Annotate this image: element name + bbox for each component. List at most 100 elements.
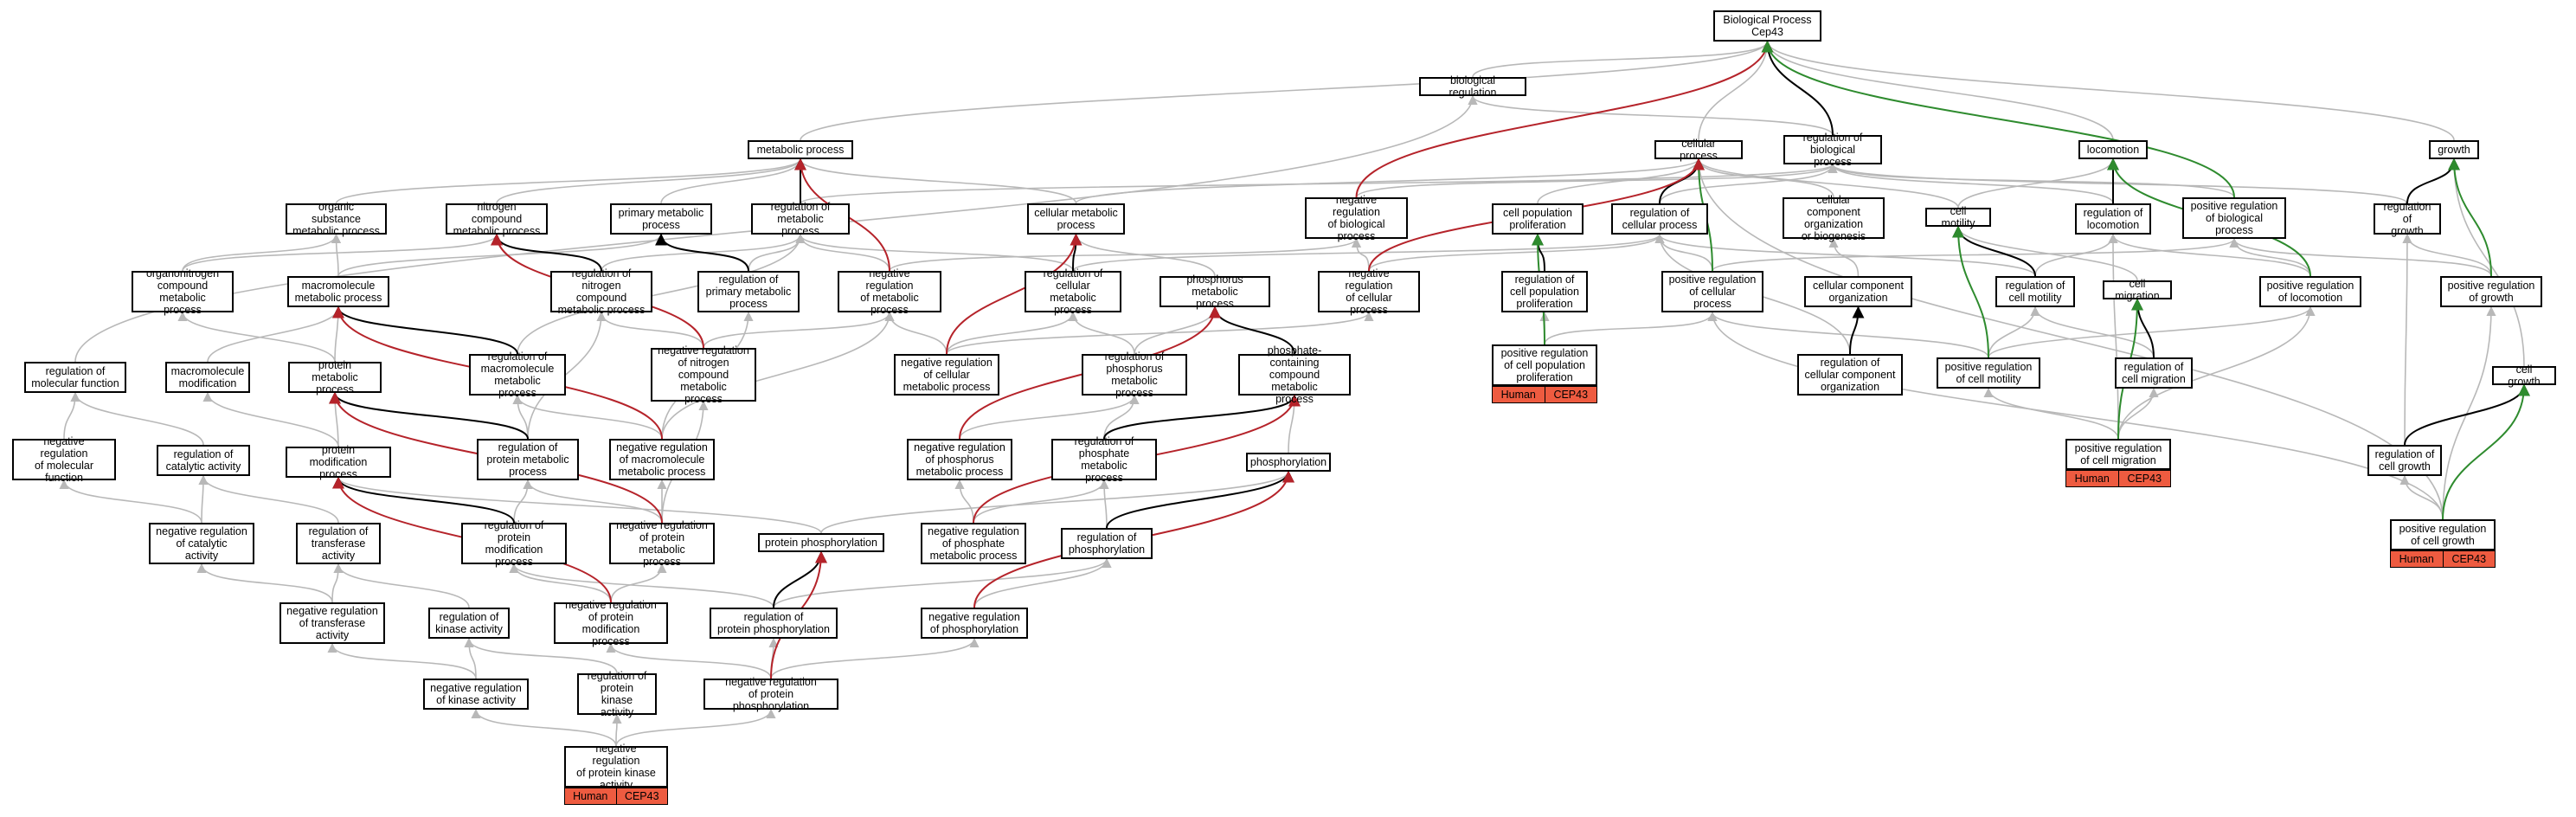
go-term-protphos[interactable]: protein phosphorylation	[758, 533, 884, 552]
go-term-regmolfunc[interactable]: regulation of molecular function	[24, 362, 126, 393]
go-term-posregcellproc[interactable]: positive regulation of cellular process	[1661, 271, 1763, 312]
go-term-label: regulation of cell growth	[2374, 448, 2435, 473]
edge-negregprotmod-to-regprotmod	[509, 563, 612, 603]
go-term-negregprotmod[interactable]: negative regulation of protein modificat…	[554, 599, 668, 647]
go-term-label: cell population proliferation	[1503, 207, 1572, 231]
edge-regcellmetab-to-regcellproc	[1072, 233, 1665, 272]
go-term-regtransf[interactable]: regulation of transferase activity	[296, 523, 381, 564]
go-term-regccorg[interactable]: regulation of cellular component organiz…	[1797, 354, 1903, 396]
go-term-posregcellgrowth[interactable]: positive regulation of cell growth	[2390, 519, 2496, 550]
go-term-regphosmetab[interactable]: regulation of phosphorus metabolic proce…	[1082, 351, 1187, 399]
go-term-negregcatal[interactable]: negative regulation of catalytic activit…	[149, 523, 254, 564]
go-term-regprotmod[interactable]: regulation of protein modification proce…	[461, 519, 567, 568]
edge-negregkinase-to-negregtransf	[327, 642, 477, 679]
edge-macromod-to-macromol	[207, 306, 344, 363]
go-term-regmacro[interactable]: regulation of macromolecule metabolic pr…	[469, 351, 566, 399]
edge-regprotphos-to-regphosphorylation	[773, 557, 1112, 608]
edge-cellproc-to-bp	[1698, 40, 1773, 141]
go-term-negregphosmetab[interactable]: negative regulation of phosphorus metabo…	[907, 439, 1012, 480]
go-term-biolreg[interactable]: biological regulation	[1419, 74, 1526, 99]
go-term-negregprotkinase[interactable]: negative regulation of protein kinase ac…	[564, 743, 668, 791]
go-term-negregprotphos[interactable]: negative regulation of protein phosphory…	[703, 676, 838, 712]
go-term-negregkinase[interactable]: negative regulation of kinase activity	[423, 679, 529, 710]
go-term-protmod[interactable]: protein modification process	[286, 444, 391, 480]
go-term-negregphosphorylation[interactable]: negative regulation of phosphorylation	[921, 608, 1028, 639]
go-term-metab[interactable]: metabolic process	[748, 140, 853, 159]
go-term-bp[interactable]: Biological Process Cep43	[1713, 10, 1821, 42]
go-term-regcellpop[interactable]: regulation of cell population proliferat…	[1501, 271, 1588, 312]
go-term-negregmacro[interactable]: negative regulation of macromolecule met…	[609, 439, 715, 480]
go-term-negregnitro[interactable]: negative regulation of nitrogen compound…	[651, 344, 756, 405]
go-term-label: regulation of cell migration	[2122, 361, 2186, 385]
go-term-cellproc[interactable]: cellular process	[1654, 138, 1743, 162]
go-term-negregtransf[interactable]: negative regulation of transferase activ…	[279, 602, 385, 644]
go-term-reggrowth[interactable]: regulation of growth	[2374, 201, 2441, 237]
go-term-macromol[interactable]: macromolecule metabolic process	[287, 276, 389, 307]
edge-cellmot-to-locom	[1957, 158, 2118, 209]
go-term-label: Biological Process Cep43	[1723, 14, 1812, 38]
edge-negregprotphos-to-negregprotmod	[606, 642, 772, 679]
go-term-regnitro[interactable]: regulation of nitrogen compound metaboli…	[550, 267, 652, 316]
go-term-regprotmetab[interactable]: regulation of protein metabolic process	[477, 439, 579, 480]
go-term-regkinase[interactable]: regulation of kinase activity	[428, 608, 510, 639]
go-term-negregbio[interactable]: negative regulation of biological proces…	[1305, 194, 1408, 242]
go-term-cellgrowth[interactable]: cell growth	[2492, 363, 2556, 388]
go-term-regcellmot[interactable]: regulation of cell motility	[1995, 276, 2075, 307]
go-term-negregmetab[interactable]: negative regulation of metabolic process	[838, 267, 941, 316]
go-term-posregbio[interactable]: positive regulation of biological proces…	[2182, 197, 2286, 239]
go-term-organonitro[interactable]: organonitrogen compound metabolic proces…	[132, 267, 234, 316]
go-term-regcellmetab[interactable]: regulation of cellular metabolic process	[1025, 267, 1121, 316]
go-term-regloc[interactable]: regulation of locomotion	[2075, 203, 2151, 235]
edge-protmetab-to-macromol	[333, 306, 344, 363]
go-term-regprimary[interactable]: regulation of primary metabolic process	[697, 271, 800, 312]
go-term-label: primary metabolic process	[618, 207, 704, 231]
go-term-label: positive regulation of growth	[2447, 280, 2535, 304]
go-term-cellmig[interactable]: cell migration	[2103, 278, 2172, 302]
go-term-regbio[interactable]: regulation of biological process	[1783, 132, 1882, 168]
edge-posregcellmot-to-posregloc	[1988, 306, 2316, 358]
go-term-label: positive regulation of cell growth	[2399, 523, 2487, 547]
go-term-regcellgrowth[interactable]: regulation of cell growth	[2367, 445, 2442, 476]
go-term-label: regulation of metabolic process	[770, 201, 831, 237]
edge-regtransf-to-regcatal	[198, 474, 339, 524]
go-term-regprotkinase[interactable]: regulation of protein kinase activity	[577, 670, 657, 718]
go-term-label: nitrogen compound metabolic process	[453, 201, 541, 237]
edge-protmod-to-macromod	[202, 391, 339, 447]
go-term-cellmot[interactable]: cell motility	[1925, 205, 1991, 229]
go-term-label: negative regulation of metabolic process	[860, 267, 919, 316]
go-term-regprotphos[interactable]: regulation of protein phosphorylation	[710, 608, 838, 639]
go-term-regphosphatemetab[interactable]: regulation of phosphate metabolic proces…	[1051, 435, 1157, 484]
go-term-primary[interactable]: primary metabolic process	[610, 203, 712, 235]
go-term-regmetab[interactable]: regulation of metabolic process	[751, 201, 850, 237]
go-term-orgsub[interactable]: organic substance metabolic process	[286, 201, 387, 237]
go-term-macromod[interactable]: macromolecule modification	[165, 362, 250, 393]
go-term-negregmolfunc[interactable]: negative regulation of molecular functio…	[12, 435, 116, 484]
go-term-posregcellmot[interactable]: positive regulation of cell motility	[1937, 357, 2040, 389]
go-term-cellmetab[interactable]: cellular metabolic process	[1027, 203, 1125, 235]
go-term-negregcellmetab[interactable]: negative regulation of cellular metaboli…	[894, 354, 999, 396]
go-term-phosphorylation[interactable]: phosphorylation	[1246, 453, 1331, 472]
go-term-posreggrowth[interactable]: positive regulation of growth	[2440, 276, 2542, 307]
go-term-regcellproc[interactable]: regulation of cellular process	[1611, 203, 1708, 235]
go-term-cccomporg[interactable]: cellular component organization	[1804, 276, 1912, 307]
edge-negregbio-to-regbio	[1355, 163, 1838, 198]
go-term-label: negative regulation of protein modificat…	[565, 599, 657, 647]
edge-regphosphorylation-to-phosphorylation	[1106, 470, 1294, 529]
go-term-nitro[interactable]: nitrogen compound metabolic process	[446, 201, 548, 237]
go-term-locom[interactable]: locomotion	[2078, 140, 2148, 159]
go-term-cellpop[interactable]: cell population proliferation	[1492, 203, 1584, 235]
go-term-regphosphorylation[interactable]: regulation of phosphorylation	[1061, 528, 1153, 559]
go-term-phosmetab[interactable]: phosphorus metabolic process	[1160, 273, 1270, 310]
go-term-regcellmig[interactable]: regulation of cell migration	[2115, 357, 2193, 389]
go-term-phoscont[interactable]: phosphate-containing compound metabolic …	[1238, 344, 1351, 405]
go-term-posregcellpop[interactable]: positive regulation of cell population p…	[1492, 344, 1597, 386]
go-term-protmetab[interactable]: protein metabolic process	[288, 359, 382, 396]
go-term-negregphosphatemetab[interactable]: negative regulation of phosphate metabol…	[921, 523, 1026, 564]
go-term-regcatal[interactable]: regulation of catalytic activity	[157, 445, 250, 476]
go-term-growth[interactable]: growth	[2429, 140, 2479, 159]
go-term-posregcellmig[interactable]: positive regulation of cell migration	[2065, 439, 2171, 470]
go-term-negregcellproc[interactable]: negative regulation of cellular process	[1318, 267, 1420, 316]
go-term-negregprotmetab[interactable]: negative regulation of protein metabolic…	[609, 519, 715, 568]
go-term-posregloc[interactable]: positive regulation of locomotion	[2259, 276, 2361, 307]
go-term-ccorg[interactable]: cellular component organization or bioge…	[1783, 194, 1885, 242]
